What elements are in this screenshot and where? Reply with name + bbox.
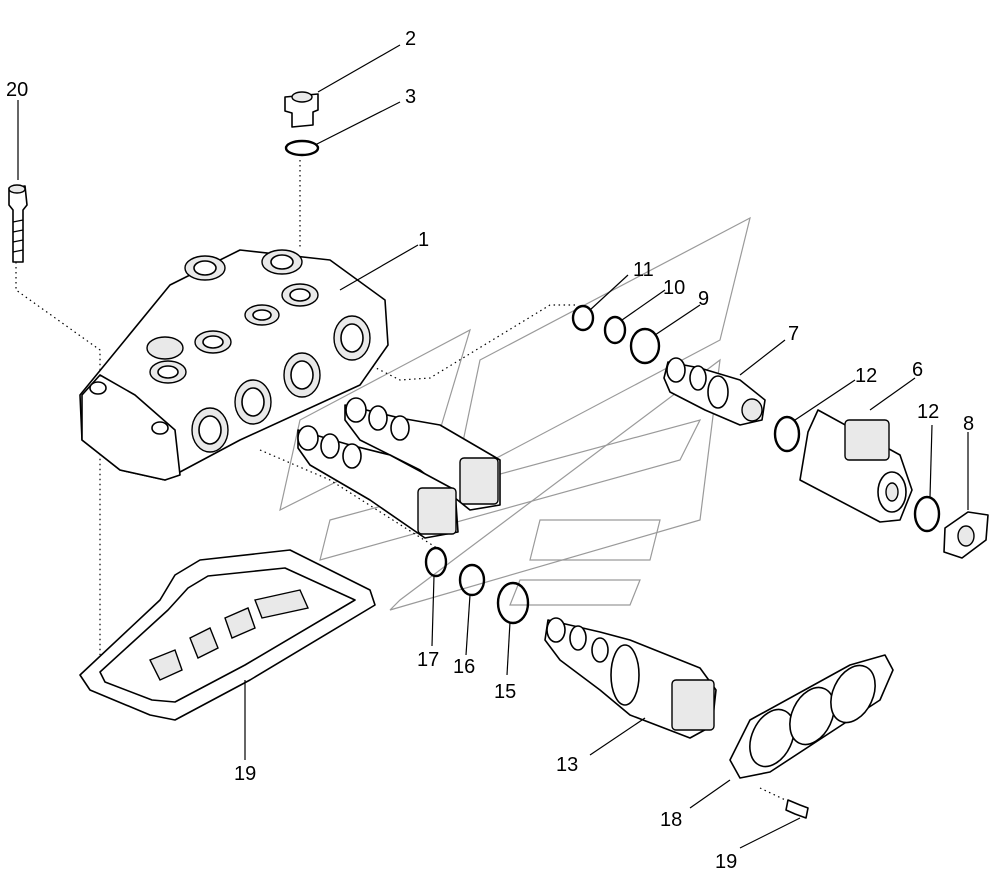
part-2-plug[interactable] <box>284 91 319 128</box>
part-7-cartridge[interactable] <box>663 357 766 426</box>
callout-11: 11 <box>633 259 654 281</box>
part-13-solenoid-valve[interactable] <box>544 617 717 739</box>
callout-19: 19 <box>234 763 256 785</box>
part-3-o-ring[interactable] <box>284 139 320 157</box>
part-20-cap-screw[interactable] <box>8 184 28 263</box>
cartridge-valve-lower[interactable] <box>297 425 459 539</box>
part-17-gasket-plate[interactable] <box>729 654 894 779</box>
part-19-gasket[interactable] <box>79 549 376 721</box>
part-18-screw[interactable] <box>785 799 809 819</box>
callout-8: 8 <box>963 413 974 435</box>
part-15-o-ring[interactable] <box>458 563 486 597</box>
callout-2: 2 <box>405 28 416 50</box>
callout-12b: 12 <box>917 401 939 423</box>
part-11-seal[interactable] <box>571 304 595 332</box>
part-10-seal[interactable] <box>603 315 627 345</box>
callout-17: 18 <box>660 809 682 831</box>
callout-10: 10 <box>663 277 685 299</box>
callout-1: 1 <box>418 229 429 251</box>
callout-20: 20 <box>6 79 28 101</box>
part-8-nut[interactable] <box>943 511 989 559</box>
callout-16: 17 <box>417 649 439 671</box>
callout-15: 16 <box>453 656 475 678</box>
part-14-o-ring[interactable] <box>496 581 530 625</box>
callout-9: 9 <box>698 288 709 310</box>
callout-18: 19 <box>715 851 737 873</box>
callout-6: 6 <box>912 359 923 381</box>
leader-lines <box>17 44 969 849</box>
part-1-valve-block[interactable] <box>79 249 389 481</box>
part-6-coil[interactable] <box>799 409 913 523</box>
part-12-o-ring-b[interactable] <box>913 495 941 533</box>
part-12-o-ring-a[interactable] <box>773 415 801 453</box>
callout-labels: 20 2 3 1 11 10 9 7 12 6 12 8 17 16 15 13… <box>6 28 974 873</box>
part-16-o-ring[interactable] <box>424 546 448 578</box>
callout-13: 13 <box>556 754 578 776</box>
callout-14: 15 <box>494 681 516 703</box>
cartridge-valve-upper[interactable] <box>344 397 501 511</box>
callout-12a: 12 <box>855 365 877 387</box>
callout-7: 7 <box>788 323 799 345</box>
callout-3: 3 <box>405 86 416 108</box>
part-9-seal[interactable] <box>629 327 661 365</box>
